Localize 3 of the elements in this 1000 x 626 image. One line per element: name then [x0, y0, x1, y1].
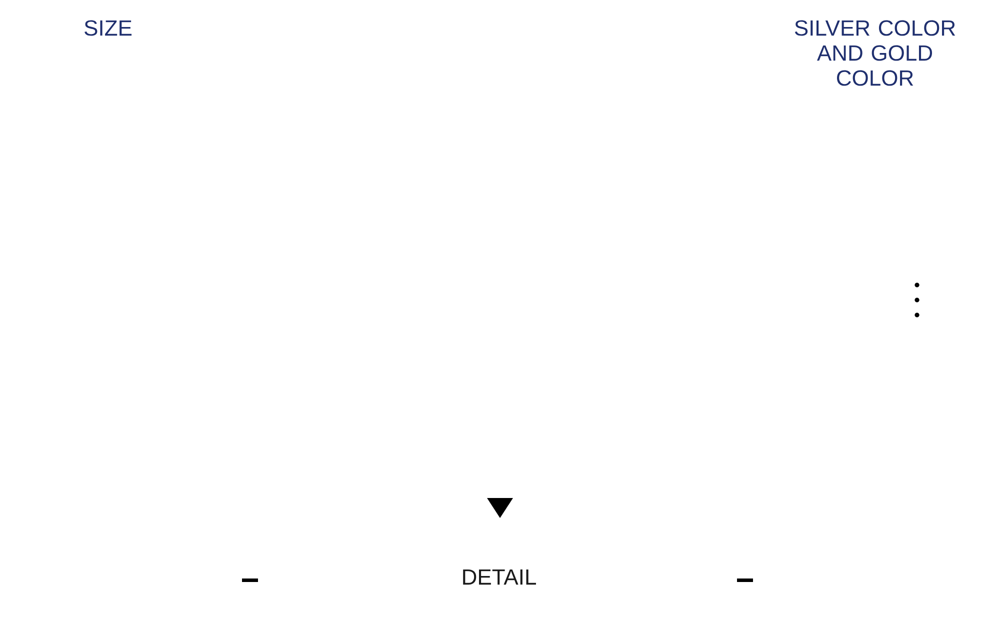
heading-label: SILVER COLOR AND GOLD COLOR	[794, 20, 956, 86]
heading-label: SIZE	[84, 20, 132, 36]
section-label: DETAIL	[463, 569, 536, 585]
